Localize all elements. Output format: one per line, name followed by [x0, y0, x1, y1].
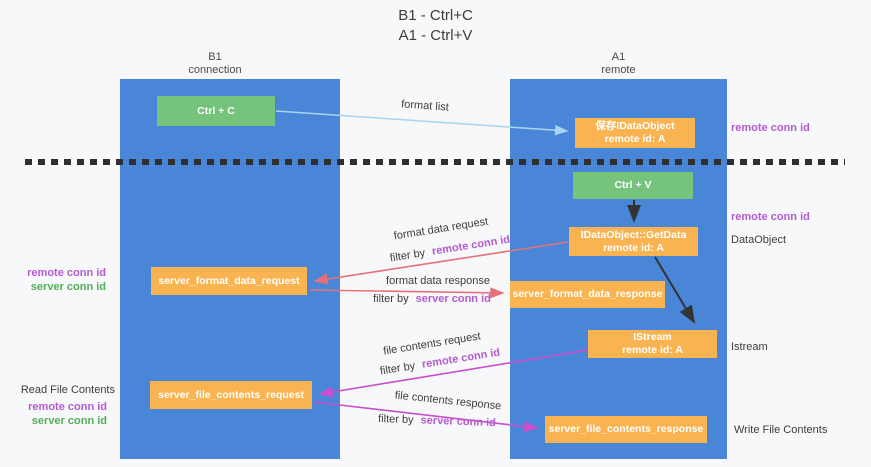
arrow-file-contents-request: [318, 349, 589, 398]
column-b1-role: connection: [188, 64, 242, 76]
server-format-data-response-label: server_format_data_response: [512, 288, 663, 300]
column-b1-id: B1: [208, 51, 222, 63]
read-file-contents-label: Read File Contents: [20, 384, 115, 396]
server-file-contents-response-label: server_file_contents_response: [548, 423, 704, 435]
istream-line2: remote id: A: [622, 344, 683, 356]
saved-dataobject-line2: remote id: A: [604, 133, 666, 145]
column-header-b1: B1 connection: [105, 51, 325, 77]
format-data-response-filter-label: filter by server conn id: [362, 293, 502, 305]
arrow-file-contents-response: [313, 401, 539, 433]
left-format-conn-ids: remote conn id server conn id: [14, 266, 106, 294]
left-file-conn-ids: remote conn id server conn id: [14, 400, 107, 428]
remote-conn-id-label-left1: remote conn id: [27, 267, 106, 279]
server-format-data-response-box: server_format_data_response: [510, 281, 665, 308]
arrow-getdata-to-istream: [654, 256, 696, 324]
server-conn-id-label-left2: server conn id: [31, 415, 107, 427]
server-conn-id-key: server conn id: [420, 414, 497, 430]
server-format-data-request-box: server_format_data_request: [151, 267, 307, 295]
server-format-data-request-label: server_format_data_request: [158, 274, 300, 287]
ctrl-v-box: Ctrl + V: [573, 172, 693, 199]
phase-separator-dashed-line: [25, 159, 845, 165]
server-file-contents-request-box: server_file_contents_request: [150, 381, 312, 409]
filter-by-text: filter by: [377, 412, 414, 427]
ctrl-c-label: Ctrl + C: [197, 104, 235, 117]
server-file-contents-response-box: server_file_contents_response: [545, 416, 707, 443]
column-header-a1: A1 remote: [510, 51, 727, 77]
arrow-format-data-request: [313, 241, 569, 285]
title-line-1: B1 - Ctrl+C: [398, 7, 473, 24]
server-conn-id-label-left1: server conn id: [30, 281, 106, 293]
column-a1-role: remote: [601, 64, 636, 76]
istream-box: IStream remote id: A: [588, 330, 717, 358]
ctrl-v-label: Ctrl + V: [614, 179, 652, 191]
remote-conn-id-label-top: remote conn id: [731, 122, 810, 134]
format-data-response-label: format data response: [378, 275, 498, 287]
getdata-box: IDataObject::GetData remote id: A: [569, 227, 698, 256]
saved-dataobject-line1: 保存IDataObject: [595, 120, 675, 132]
write-file-contents-label: Write File Contents: [734, 424, 828, 436]
saved-dataobject-box: 保存IDataObject remote id: A: [575, 118, 695, 148]
istream-side-label: Istream: [731, 341, 768, 353]
istream-line1: IStream: [633, 331, 672, 343]
title-line-2: A1 - Ctrl+V: [398, 27, 473, 44]
arrow-format-data-response: [309, 287, 505, 299]
getdata-line1: IDataObject::GetData: [580, 228, 687, 241]
arrow-format-list: [275, 110, 569, 136]
server-conn-id-key: server conn id: [415, 293, 491, 305]
ctrl-c-box: Ctrl + C: [157, 96, 275, 126]
remote-conn-id-label-mid: remote conn id: [731, 211, 810, 223]
filter-by-text: filter by: [373, 293, 409, 305]
column-a1-id: A1: [611, 51, 626, 63]
dataobject-label: DataObject: [731, 234, 787, 246]
getdata-line2: remote id: A: [603, 241, 664, 254]
remote-conn-id-label-left2: remote conn id: [28, 401, 107, 413]
diagram-title: B1 - Ctrl+C A1 - Ctrl+V: [0, 6, 871, 46]
server-file-contents-request-label: server_file_contents_request: [158, 388, 304, 401]
format-data-response-text: format data response: [386, 275, 490, 287]
